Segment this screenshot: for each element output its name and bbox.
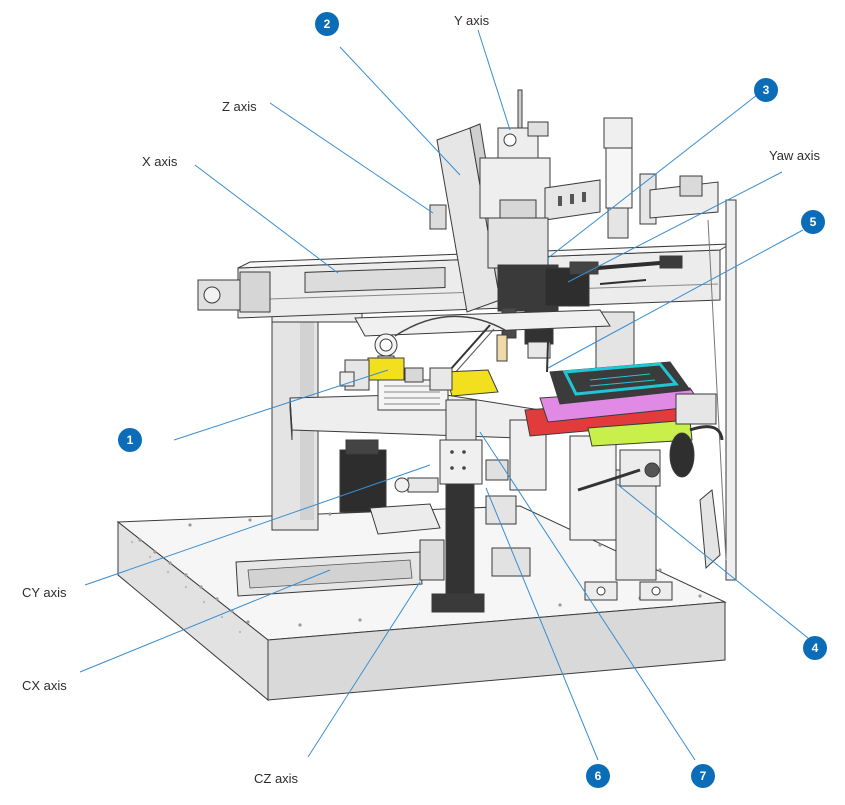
leader-cy-axis xyxy=(84,464,431,586)
callout-number-1: 1 xyxy=(127,433,134,447)
callout-badge-5: 5 xyxy=(801,210,825,234)
leader-cz-axis xyxy=(307,581,421,758)
callout-badges: 1 2 3 4 5 6 7 xyxy=(118,12,827,788)
leader-y-axis xyxy=(477,29,511,131)
label-y-axis: Y axis xyxy=(454,13,490,28)
label-cx-axis: CX axis xyxy=(22,678,67,693)
camera-assembly xyxy=(603,117,737,581)
leader-callout-4 xyxy=(616,483,809,639)
callout-badge-6: 6 xyxy=(586,764,610,788)
callout-number-5: 5 xyxy=(810,215,817,229)
callout-number-4: 4 xyxy=(812,641,819,655)
leader-cx-axis xyxy=(79,569,331,673)
label-cz-axis: CZ axis xyxy=(254,771,299,786)
label-yaw-axis: Yaw axis xyxy=(769,148,821,163)
leader-callout-6 xyxy=(485,487,599,761)
callout-number-6: 6 xyxy=(595,769,602,783)
callout-number-2: 2 xyxy=(324,17,331,31)
callout-badge-2: 2 xyxy=(315,12,339,36)
right-upright-frame xyxy=(569,311,657,581)
callout-badge-1: 1 xyxy=(118,428,142,452)
label-z-axis: Z axis xyxy=(222,99,257,114)
leader-callout-5 xyxy=(547,229,804,369)
leader-x-axis xyxy=(194,164,339,274)
leader-callout-2 xyxy=(339,46,461,176)
support-bridge xyxy=(354,309,611,375)
axis-labels: Y axis Z axis X axis Yaw axis CY axis CX… xyxy=(22,13,821,786)
callout-badge-4: 4 xyxy=(803,636,827,660)
leader-callout-7 xyxy=(479,431,696,761)
center-stage-stack xyxy=(369,399,547,613)
leader-callout-1 xyxy=(173,369,389,441)
leader-yaw-axis xyxy=(567,171,783,283)
callout-badge-3: 3 xyxy=(754,78,778,102)
y-axis-carriage xyxy=(479,89,601,269)
leader-z-axis xyxy=(269,102,434,214)
label-cy-axis: CY axis xyxy=(22,585,67,600)
label-x-axis: X axis xyxy=(142,154,178,169)
tray-station xyxy=(524,361,724,492)
callout-number-7: 7 xyxy=(700,769,707,783)
leader-callout-3 xyxy=(547,94,758,259)
callout-badge-7: 7 xyxy=(691,764,715,788)
leader-lines xyxy=(79,29,809,761)
callout-number-3: 3 xyxy=(763,83,770,97)
